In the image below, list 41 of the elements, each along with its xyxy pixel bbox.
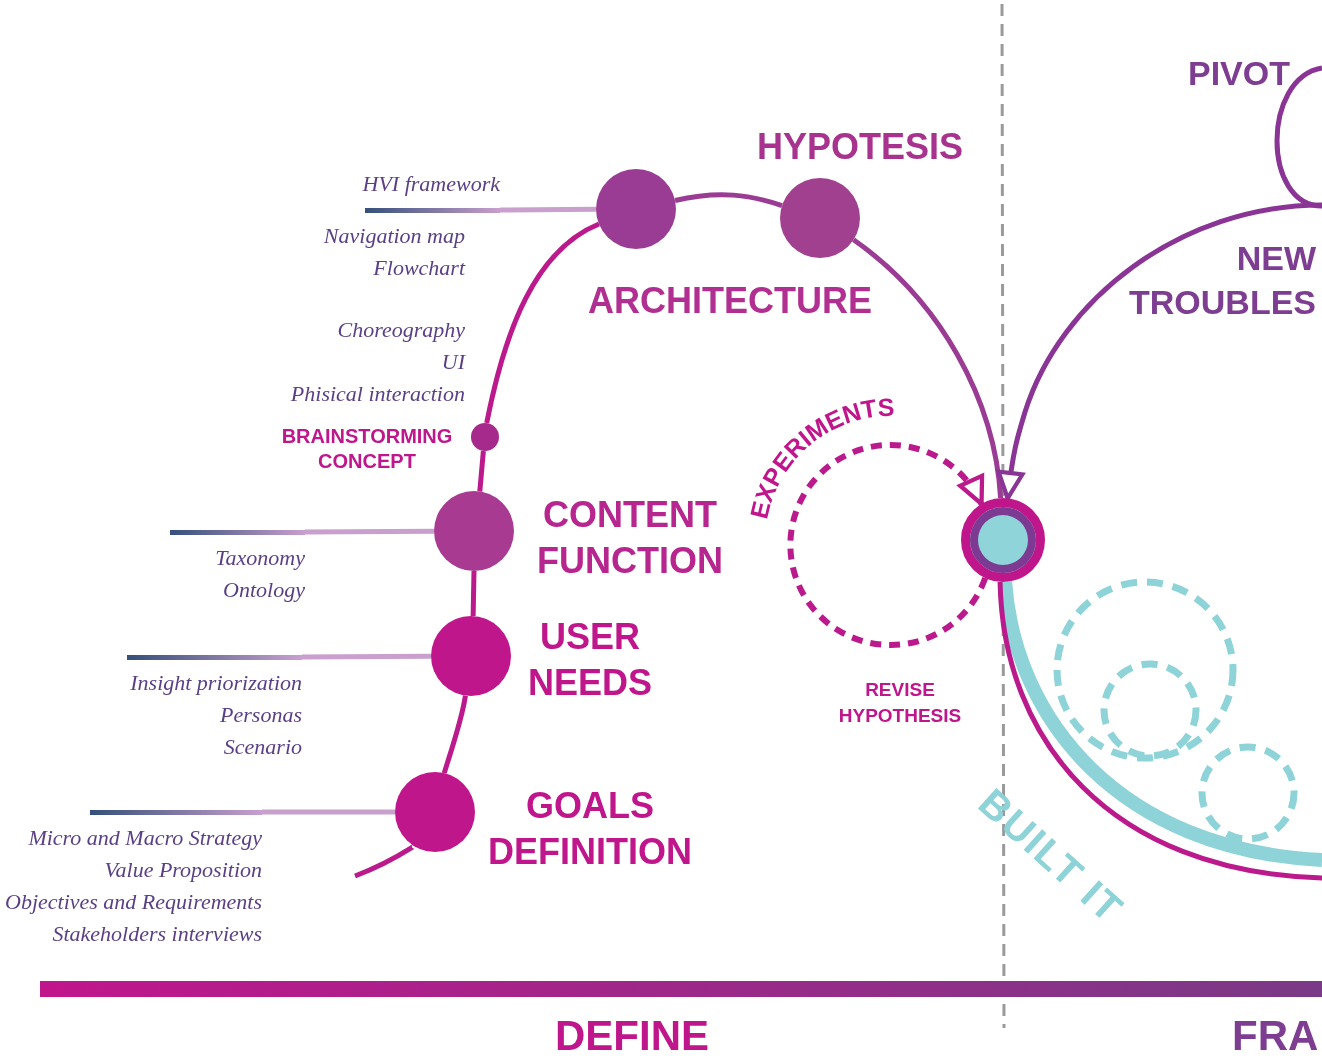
tool-name: Personas [220, 701, 302, 729]
arrow [787, 442, 988, 648]
tool-name: Stakeholders interviews [52, 920, 262, 948]
tool-name: Objectives and Requirements [5, 888, 262, 916]
tool-name: Insight priorization [130, 669, 302, 697]
tool-name: Flowchart [373, 254, 465, 282]
stage-label: ARCHITECTURE [587, 279, 873, 323]
tool-name: Ontology [223, 576, 305, 604]
stage-label: PIVOT [1188, 54, 1291, 93]
timeline-bar [40, 981, 1322, 997]
leader-line [262, 809, 395, 815]
tool-name: Scenario [223, 733, 302, 761]
stage-label: NEW TROUBLES [1128, 238, 1316, 323]
connector-line [470, 570, 477, 617]
step-label: REVISE HYPOTHESIS [837, 678, 963, 728]
leader-line [302, 653, 431, 660]
tool-name: HVI framework [362, 170, 500, 198]
stage-label: USER NEEDS [527, 615, 653, 705]
connector-line [477, 450, 486, 492]
connector-line [674, 192, 783, 208]
stage-label: CONTENT FUNCTION [536, 493, 724, 583]
stage-label: GOALS DEFINITION [487, 784, 693, 874]
stage-label: HYPOTESIS [755, 125, 965, 169]
stage-label: BRAINSTORMING CONCEPT [280, 424, 454, 474]
phase-label: FRA [1232, 1012, 1319, 1060]
tool-name: Value Proposition [104, 856, 262, 884]
tool-name: Taxonomy [215, 544, 305, 572]
tool-name: Choreography [337, 316, 465, 344]
stage-circle [471, 423, 499, 451]
connector-line [441, 695, 468, 774]
tool-name: UI [441, 348, 465, 376]
tool-name: Phisical interaction [290, 380, 465, 408]
tool-name: Navigation map [323, 222, 465, 250]
arrow [996, 202, 1322, 501]
connector-line [484, 221, 601, 424]
phase-label: DEFINE [554, 1012, 710, 1060]
leader-line [500, 206, 597, 213]
tool-name: Micro and Macro Strategy [28, 824, 262, 852]
leader-line [305, 528, 434, 535]
connector-line [852, 237, 1004, 499]
connector-line [354, 844, 416, 879]
